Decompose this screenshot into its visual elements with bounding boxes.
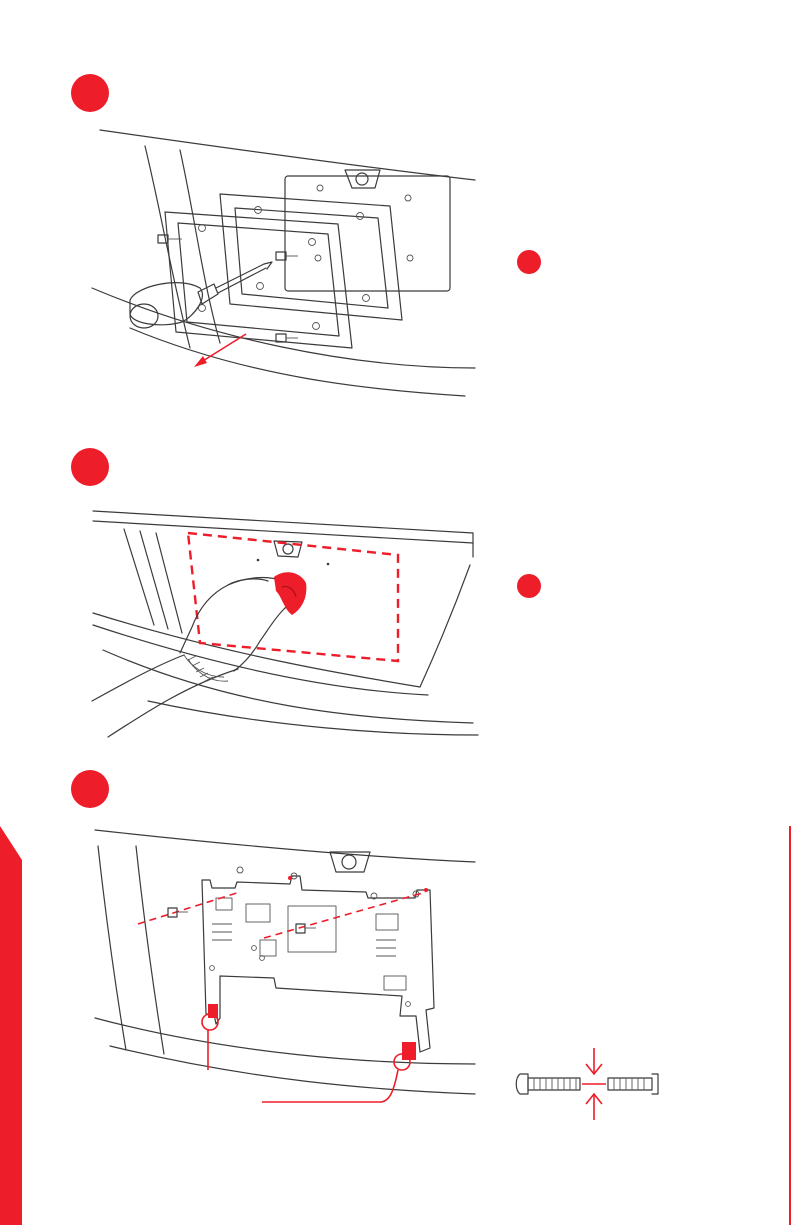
step-2-marker (71, 448, 109, 486)
side-note-marker-2 (517, 574, 541, 598)
screw-icon (158, 235, 182, 243)
remove-frame-illustration (90, 128, 485, 403)
side-note-marker-1 (517, 250, 541, 274)
arrow-icon (194, 334, 246, 367)
attach-bracket-illustration (90, 828, 485, 1108)
step-1-marker (71, 74, 109, 112)
page-edge-rule (789, 826, 791, 1225)
bolt-gap-icon (512, 1044, 662, 1122)
clean-area-illustration (88, 505, 483, 740)
hand-wiping-icon (92, 572, 306, 737)
screw-icon (276, 252, 298, 260)
step-3-marker (71, 770, 109, 808)
page-edge-tab (0, 826, 22, 1225)
